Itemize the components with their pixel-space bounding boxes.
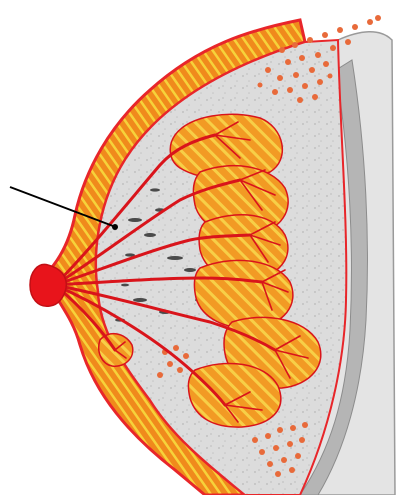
nipple [30, 264, 66, 306]
